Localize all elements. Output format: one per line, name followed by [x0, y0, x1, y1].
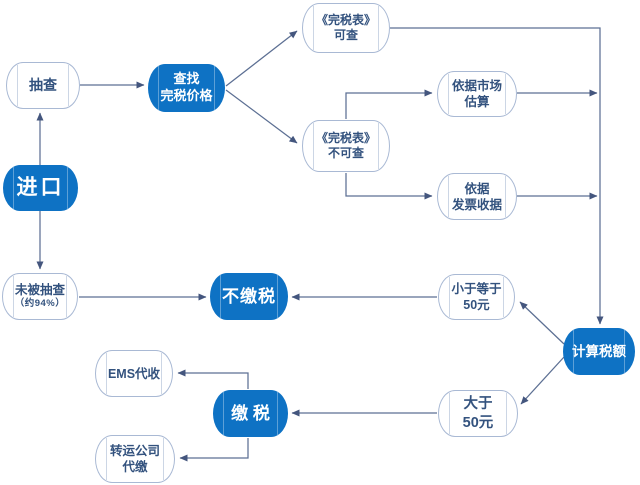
node-label: 《完税表》不可查	[316, 131, 376, 162]
node-lte-50-yuan: 小于等于 50元	[438, 274, 515, 320]
node-label-line: 抽查	[29, 76, 57, 93]
cylinder-cap-right-line	[277, 392, 278, 435]
node-label-line: 发票收据	[451, 197, 502, 212]
node-label: 缴 税	[231, 403, 270, 425]
node-calculate-tax: 计算税额	[563, 328, 635, 375]
cylinder-cap-left-line	[223, 392, 224, 435]
cylinder-cap-right-line	[161, 353, 162, 394]
node-sampling: 抽查	[6, 62, 80, 109]
cylinder-cap-left-line	[448, 176, 449, 217]
cylinder-cap-right-line	[67, 167, 68, 209]
node-label-line: 完税价格	[160, 88, 213, 103]
node-label: 转运公司代缴	[110, 443, 160, 475]
node-label: 未被抽查（约94%）	[15, 282, 66, 310]
cylinder-cap-right-line	[505, 74, 506, 114]
cylinder-cap-left-line	[449, 393, 450, 434]
node-label-line: 估算	[464, 95, 490, 109]
node-label-line: 计算税额	[572, 343, 626, 359]
node-label-line: 《完税表》	[315, 12, 376, 27]
node-no-tax: 不缴税	[210, 273, 288, 320]
cylinder-cap-left-line	[449, 277, 450, 317]
connector-tax-table-unavailable-to-market-estimate	[345, 89, 433, 119]
cylinder-cap-right-line	[506, 393, 507, 434]
cylinder-cap-left-line	[313, 123, 314, 169]
connector-calculate-tax-to-gt-50-yuan	[520, 356, 565, 405]
cylinder-cap-right-line	[378, 123, 379, 169]
connector-pay-tax-to-transfer-company-pay	[179, 438, 249, 462]
cylinder-cap-left-line	[106, 353, 107, 394]
node-label: EMS代收	[108, 366, 160, 382]
cylinder-cap-left-line	[13, 276, 14, 317]
cylinder-cap-right-line	[66, 276, 67, 317]
connector-find-taxable-price-to-tax-table-unavailable	[225, 89, 298, 144]
node-label-line: EMS代收	[107, 366, 161, 381]
node-label: 《完税表》可查	[316, 13, 376, 44]
connector-find-taxable-price-to-tax-table-available	[225, 30, 298, 87]
cylinder-cap-left-line	[220, 275, 221, 318]
node-label: 抽查	[29, 77, 57, 95]
node-label: 大于 50元	[463, 395, 494, 432]
node-label-line: 不缴税	[222, 286, 276, 306]
node-label-line: 大于	[463, 395, 493, 412]
cylinder-cap-left-line	[313, 6, 314, 50]
node-import: 进口	[3, 165, 78, 211]
node-label-line: 《完税表》	[315, 130, 376, 145]
node-label-line: 可查	[333, 28, 358, 42]
node-label-line: 依据	[464, 181, 490, 196]
cylinder-cap-right-line	[163, 438, 164, 480]
node-label: 依据发票收据	[452, 181, 502, 213]
cylinder-cap-right-line	[378, 6, 379, 50]
cylinder-cap-left-line	[448, 74, 449, 114]
connector-calculate-tax-to-lte-50-yuan	[519, 301, 565, 345]
node-tax-table-available: 《完税表》可查	[302, 3, 390, 53]
node-label-line: 未被抽查	[14, 283, 65, 298]
node-ems-collect: EMS代收	[95, 350, 173, 397]
node-invoice-receipt: 依据发票收据	[437, 173, 517, 220]
cylinder-cap-right-line	[503, 277, 504, 317]
node-label-line: 50元	[463, 298, 490, 312]
node-market-estimate: 依据市场估算	[437, 71, 517, 117]
node-gt-50-yuan: 大于 50元	[438, 390, 518, 437]
connector-tax-table-unavailable-to-invoice-receipt	[345, 173, 433, 200]
node-label-line: 不可查	[327, 146, 364, 160]
cylinder-cap-left-line	[13, 167, 14, 209]
cylinder-cap-left-line	[17, 65, 18, 106]
cylinder-cap-right-line	[68, 65, 69, 106]
node-transfer-company-pay: 转运公司代缴	[95, 435, 175, 483]
cylinder-cap-left-line	[106, 438, 107, 480]
cylinder-cap-right-line	[277, 275, 278, 318]
node-label-line: （约94%）	[14, 298, 66, 310]
node-label: 依据市场估算	[452, 78, 502, 110]
node-not-sampled: 未被抽查（约94%）	[2, 273, 78, 320]
node-label-line: 缴 税	[231, 403, 270, 423]
node-label: 计算税额	[572, 343, 626, 360]
connector-pay-tax-to-ems-collect	[177, 369, 249, 389]
node-tax-table-unavailable: 《完税表》不可查	[302, 120, 390, 172]
node-label-line: 查找	[173, 71, 200, 87]
connector-tax-table-available-to-calculate-tax	[390, 27, 604, 325]
node-pay-tax: 缴 税	[213, 390, 288, 437]
node-label-line: 依据市场	[451, 79, 502, 93]
node-label: 小于等于 50元	[451, 281, 501, 313]
node-label: 不缴税	[222, 286, 276, 308]
node-label-line: 进口	[16, 175, 65, 199]
node-label-line: 小于等于	[451, 282, 502, 296]
node-label: 进口	[17, 175, 65, 202]
cylinder-cap-right-line	[505, 176, 506, 217]
node-label-line: 代缴	[122, 460, 148, 474]
cylinder-cap-left-line	[158, 66, 159, 110]
connectors	[36, 27, 604, 462]
cylinder-cap-left-line	[573, 330, 574, 373]
node-find-taxable-price: 查找完税价格	[148, 64, 225, 112]
node-label-line: 转运公司	[109, 444, 160, 458]
cylinder-cap-right-line	[214, 66, 215, 110]
node-label: 查找完税价格	[160, 71, 212, 104]
node-label-line: 50元	[462, 414, 494, 431]
cylinder-cap-right-line	[624, 330, 625, 373]
